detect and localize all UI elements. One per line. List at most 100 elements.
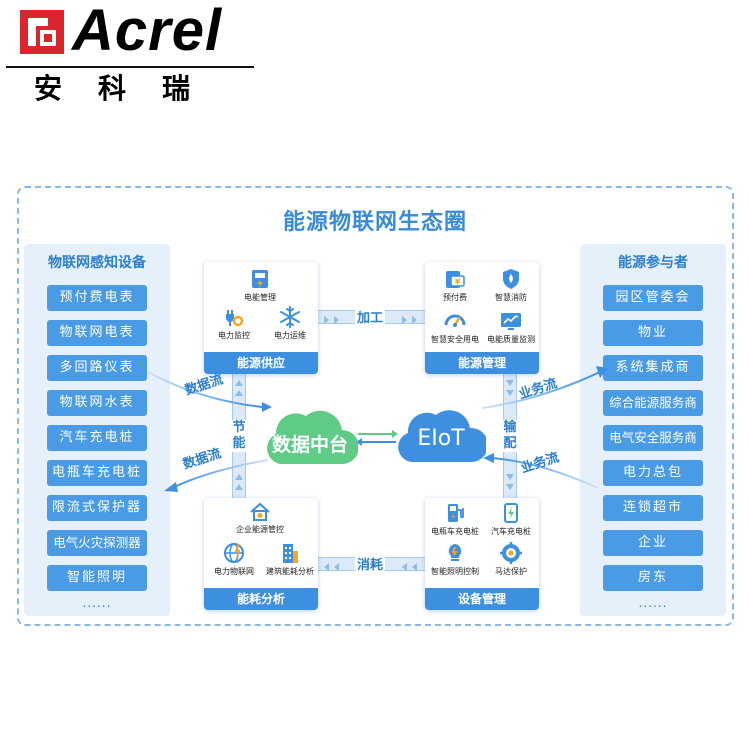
acrel-logo-icon — [20, 10, 64, 54]
more-ellipsis: ...... — [82, 596, 112, 610]
module-item: 电力物联网 — [206, 542, 262, 577]
module-item-label: 电力运维 — [274, 331, 306, 340]
prepaid-card-icon: ¥ — [446, 271, 465, 288]
consume-label: 消耗 — [355, 554, 386, 573]
ev-charger-icon — [448, 504, 464, 522]
brand-chinese-name: 安科瑞 — [34, 72, 227, 105]
module-item: 电力监控 — [206, 306, 262, 341]
module-item-label: 马达保护 — [495, 567, 527, 576]
module-item-label: 电力监控 — [218, 331, 250, 340]
iot-devices-panel-title: 物联网感知设备 — [48, 255, 146, 271]
energy-saving-label-2: 能 — [231, 436, 247, 452]
chevron-arrows-icon — [324, 563, 417, 571]
module-item-label: 智慧安全用电 — [431, 335, 479, 344]
energy-supply-module: 电能管理 电力监控 电力运维 能源供应 — [204, 262, 318, 374]
snowflake-icon — [280, 306, 300, 328]
participant-item: 物业 — [603, 320, 703, 346]
module-item-label: 电力物联网 — [214, 567, 254, 576]
diagram-title: 能源物联网生态圈 — [282, 210, 467, 235]
module-item-label: 企业能源管控 — [236, 525, 284, 534]
participant-item: 房东 — [603, 565, 703, 591]
data-platform-cloud: 数据中台 — [262, 404, 358, 470]
energy-participants-panel: 能源参与者 园区管委会 物业 系统集成商 综合能源服务商 电气安全服务商 电力总… — [580, 244, 726, 616]
participant-item: 综合能源服务商 — [603, 390, 703, 416]
brand-divider — [6, 66, 254, 68]
arrow-head-icon — [483, 453, 494, 463]
business-flow-in-arrow — [491, 457, 599, 489]
participant-item: 企业 — [603, 530, 703, 556]
monitor-chart-icon — [501, 313, 521, 330]
iot-device-item: 限流式保护器 — [47, 495, 147, 521]
more-ellipsis: ...... — [638, 596, 668, 610]
process-label: 加工 — [355, 307, 386, 326]
svg-text:¥: ¥ — [455, 278, 461, 287]
module-item: 建筑能耗分析 — [262, 542, 318, 577]
module-item: ¥ 预付费 — [427, 268, 483, 303]
energy-saving-label-1: 节 — [231, 420, 247, 436]
module-item-label: 预付费 — [443, 293, 467, 302]
globe-icon — [224, 543, 244, 563]
module-item-label: 智慧消防 — [495, 293, 527, 302]
shield-icon — [503, 269, 519, 289]
energy-participants-panel-title: 能源参与者 — [618, 255, 688, 271]
module-item-label: 建筑能耗分析 — [266, 567, 314, 576]
module-item-label: 智能照明控制 — [431, 567, 479, 576]
brand-name: Acrel — [72, 0, 223, 63]
arrow-head-icon — [164, 482, 178, 492]
eiot-cloud: EIoT — [396, 404, 486, 468]
meter-icon — [252, 270, 268, 288]
participant-item: 园区管委会 — [603, 285, 703, 311]
chevron-arrows-icon — [506, 380, 514, 490]
iot-device-item: 电气火灾探测器 — [47, 530, 147, 556]
iot-device-item: 电瓶车充电桩 — [47, 460, 147, 486]
data-flow-out-arrow — [171, 459, 269, 489]
energy-analysis-title: 能耗分析 — [204, 588, 318, 610]
device-management-module: 电瓶车充电桩 汽车充电桩 智能照明控制 马达保护 设备管理 — [425, 498, 539, 610]
iot-device-item: 汽车充电桩 — [47, 425, 147, 451]
data-flow-in-arrow — [147, 371, 263, 408]
eiot-label: EIoT — [417, 426, 465, 451]
module-item-label: 电能管理 — [244, 293, 276, 302]
plug-gear-icon — [226, 310, 244, 327]
energy-management-title: 能源管理 — [425, 352, 539, 374]
cloud-icon — [267, 410, 358, 464]
participant-item: 系统集成商 — [603, 355, 703, 381]
participant-item: 电力总包 — [603, 460, 703, 486]
cloud-icon — [398, 410, 486, 462]
gauge-icon — [444, 314, 466, 327]
module-item: 智慧安全用电 — [427, 310, 483, 345]
iot-device-item: 物联网水表 — [47, 390, 147, 416]
device-management-title: 设备管理 — [425, 588, 539, 610]
car-charger-icon — [504, 503, 518, 523]
participant-item: 电气安全服务商 — [603, 425, 703, 451]
module-item: 电力运维 — [262, 306, 318, 341]
module-item: 智慧消防 — [483, 268, 539, 303]
bulb-icon — [448, 544, 462, 561]
module-item: 企业能源管控 — [232, 502, 288, 535]
module-item-label: 电能质量监测 — [487, 335, 535, 344]
data-platform-label: 数据中台 — [271, 434, 348, 456]
module-item: 电瓶车充电桩 — [427, 502, 483, 537]
exchange-arrows-icon — [356, 430, 398, 446]
module-item: 电能管理 — [232, 268, 288, 303]
chevron-arrows-icon — [235, 380, 243, 490]
distribution-label-1: 输 — [502, 420, 518, 436]
energy-analysis-module: 企业能源管控 电力物联网 建筑能耗分析 能耗分析 — [204, 498, 318, 610]
distribution-label-2: 配 — [502, 436, 518, 452]
iot-device-item: 预付费电表 — [47, 285, 147, 311]
module-item: 马达保护 — [483, 542, 539, 577]
participant-item: 连锁超市 — [603, 495, 703, 521]
module-item-label: 汽车充电桩 — [491, 527, 531, 536]
iot-devices-panel: 物联网感知设备 预付费电表 物联网电表 多回路仪表 物联网水表 汽车充电桩 电瓶… — [24, 244, 170, 616]
business-flow-out-arrow — [481, 371, 601, 409]
chevron-arrows-icon — [324, 316, 417, 324]
arrow-head-icon — [596, 366, 608, 378]
module-item: 汽车充电桩 — [483, 502, 539, 537]
module-item: 电能质量监测 — [483, 310, 539, 345]
iot-device-item: 物联网电表 — [47, 320, 147, 346]
energy-management-module: ¥ 预付费 智慧消防 智慧安全用电 电能质量监测 能源管理 — [425, 262, 539, 374]
house-icon — [250, 502, 270, 521]
module-item-label: 电瓶车充电桩 — [431, 527, 479, 536]
iot-device-item: 智能照明 — [47, 565, 147, 591]
